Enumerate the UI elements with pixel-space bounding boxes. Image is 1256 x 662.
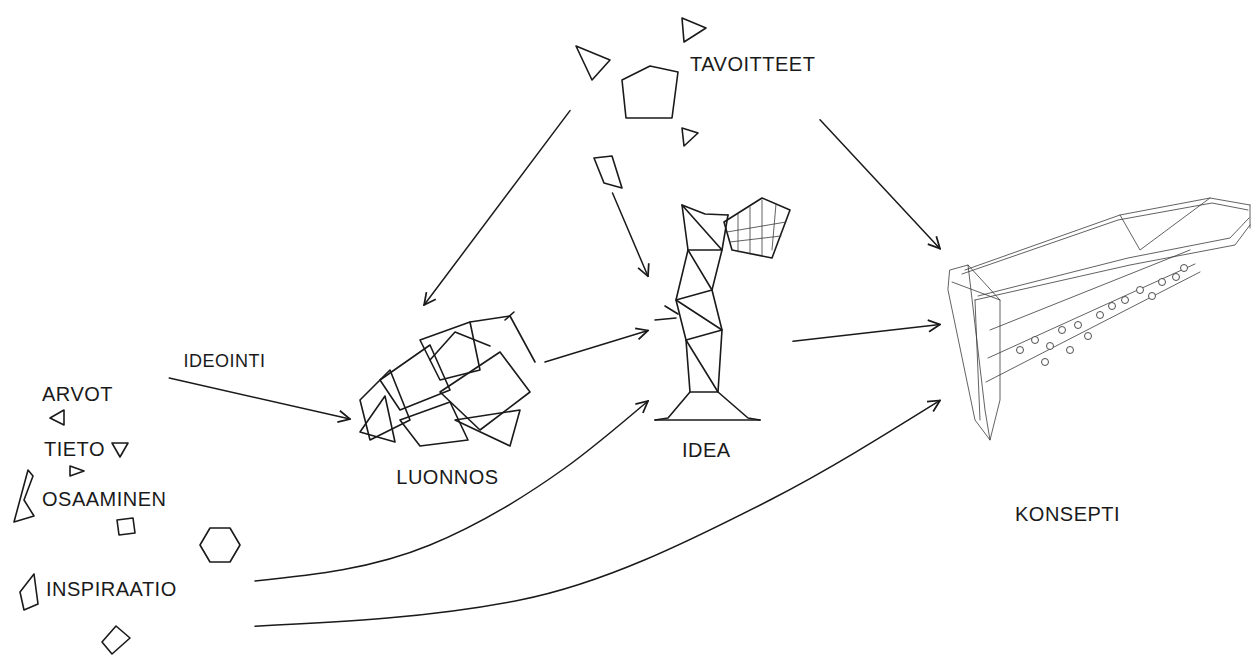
note-dot xyxy=(1067,347,1074,354)
quad-shape xyxy=(594,156,622,188)
node-label: INSPIRAATIO xyxy=(46,577,177,601)
triangle-shape xyxy=(576,46,610,80)
concept-node: KONSEPTI xyxy=(940,190,1252,535)
band-line xyxy=(990,250,1190,330)
heap-piece xyxy=(400,402,468,446)
sketch-heap xyxy=(360,312,535,446)
net-line xyxy=(738,214,739,252)
pentagon-shape xyxy=(622,66,678,118)
node-label: OSAAMINEN xyxy=(42,487,167,511)
post-line xyxy=(975,300,980,420)
note-dot xyxy=(1149,293,1156,300)
node-label: TIETO xyxy=(44,437,105,461)
tree-edge xyxy=(655,205,690,420)
tree-branch xyxy=(665,306,678,314)
net-line xyxy=(727,222,786,232)
tree-branch xyxy=(655,318,676,320)
node-label: LUONNOS xyxy=(396,465,498,489)
input-cluster: ARVOT TIETO OSAAMINEN INSPIRAATIO xyxy=(10,378,255,660)
flow-arrow xyxy=(820,120,940,249)
note-dot xyxy=(1042,359,1049,366)
note-dot xyxy=(1032,337,1039,344)
idea-tree xyxy=(655,198,790,420)
band-line xyxy=(988,264,1195,358)
net-line xyxy=(772,204,776,250)
heap-piece xyxy=(505,312,514,320)
beam-line xyxy=(978,218,1249,296)
heap-piece xyxy=(440,352,530,430)
note-dot xyxy=(1017,347,1024,354)
flow-arrow xyxy=(255,401,648,581)
idea-node: IDEA xyxy=(648,195,793,466)
note-dot xyxy=(1085,333,1092,340)
input-shapes xyxy=(14,410,240,654)
net-line xyxy=(750,207,751,254)
note-dot xyxy=(1059,327,1066,334)
triangle-shape xyxy=(112,443,128,457)
heap-piece xyxy=(360,370,410,440)
post-line xyxy=(952,282,1000,300)
net-line xyxy=(762,200,763,256)
note-dot xyxy=(1173,274,1180,281)
goal-cluster: TAVOITTEET xyxy=(570,10,820,193)
kite-shape xyxy=(102,626,130,654)
net-line xyxy=(730,236,781,242)
flow-arrow xyxy=(424,111,570,305)
beam-line xyxy=(1120,198,1210,250)
note-dot xyxy=(1097,312,1104,319)
concept-sketch xyxy=(948,198,1250,440)
flow-arrow xyxy=(255,400,940,626)
beam-line xyxy=(1250,205,1251,228)
heap-piece xyxy=(430,332,490,360)
flow-arrow xyxy=(169,378,350,419)
beam-line xyxy=(965,198,1250,270)
note-dot xyxy=(1137,287,1144,294)
triangle-shape xyxy=(682,18,706,42)
node-label: KONSEPTI xyxy=(1015,502,1120,526)
note-dot xyxy=(1047,343,1054,350)
flow-arrow xyxy=(793,325,940,342)
heap-piece xyxy=(360,396,395,442)
triangle-shape xyxy=(50,410,64,425)
note-dot xyxy=(1181,265,1188,272)
note-dot xyxy=(1159,279,1166,286)
beam-line xyxy=(975,225,1250,300)
hexagon-shape xyxy=(200,528,240,562)
edge-label: IDEOINTI xyxy=(181,351,269,373)
triangle-shape xyxy=(70,466,84,476)
tree-base xyxy=(655,419,760,421)
goal-shapes xyxy=(576,18,706,188)
flow-arrow xyxy=(545,331,648,363)
flow-arrow xyxy=(613,193,649,276)
note-dot xyxy=(1122,297,1129,304)
connector-group xyxy=(169,111,940,627)
node-label: IDEA xyxy=(682,438,731,462)
triangle-shape xyxy=(682,128,698,146)
square-shape xyxy=(117,518,135,535)
note-dot xyxy=(1109,303,1116,310)
heap-piece xyxy=(455,410,520,446)
beam-line xyxy=(962,203,1248,274)
tree-facets xyxy=(676,205,728,392)
sliver-shape xyxy=(14,470,34,522)
band-line xyxy=(986,272,1200,382)
post-line xyxy=(968,265,990,440)
node-label: ARVOT xyxy=(42,382,113,406)
note-dot xyxy=(1075,322,1082,329)
sketch-node: LUONNOS xyxy=(350,305,545,495)
heap-piece xyxy=(470,316,535,362)
post-shape xyxy=(948,265,1000,440)
sliver-shape xyxy=(20,574,38,610)
tree-net xyxy=(724,198,790,258)
node-label: TAVOITTEET xyxy=(690,52,815,76)
